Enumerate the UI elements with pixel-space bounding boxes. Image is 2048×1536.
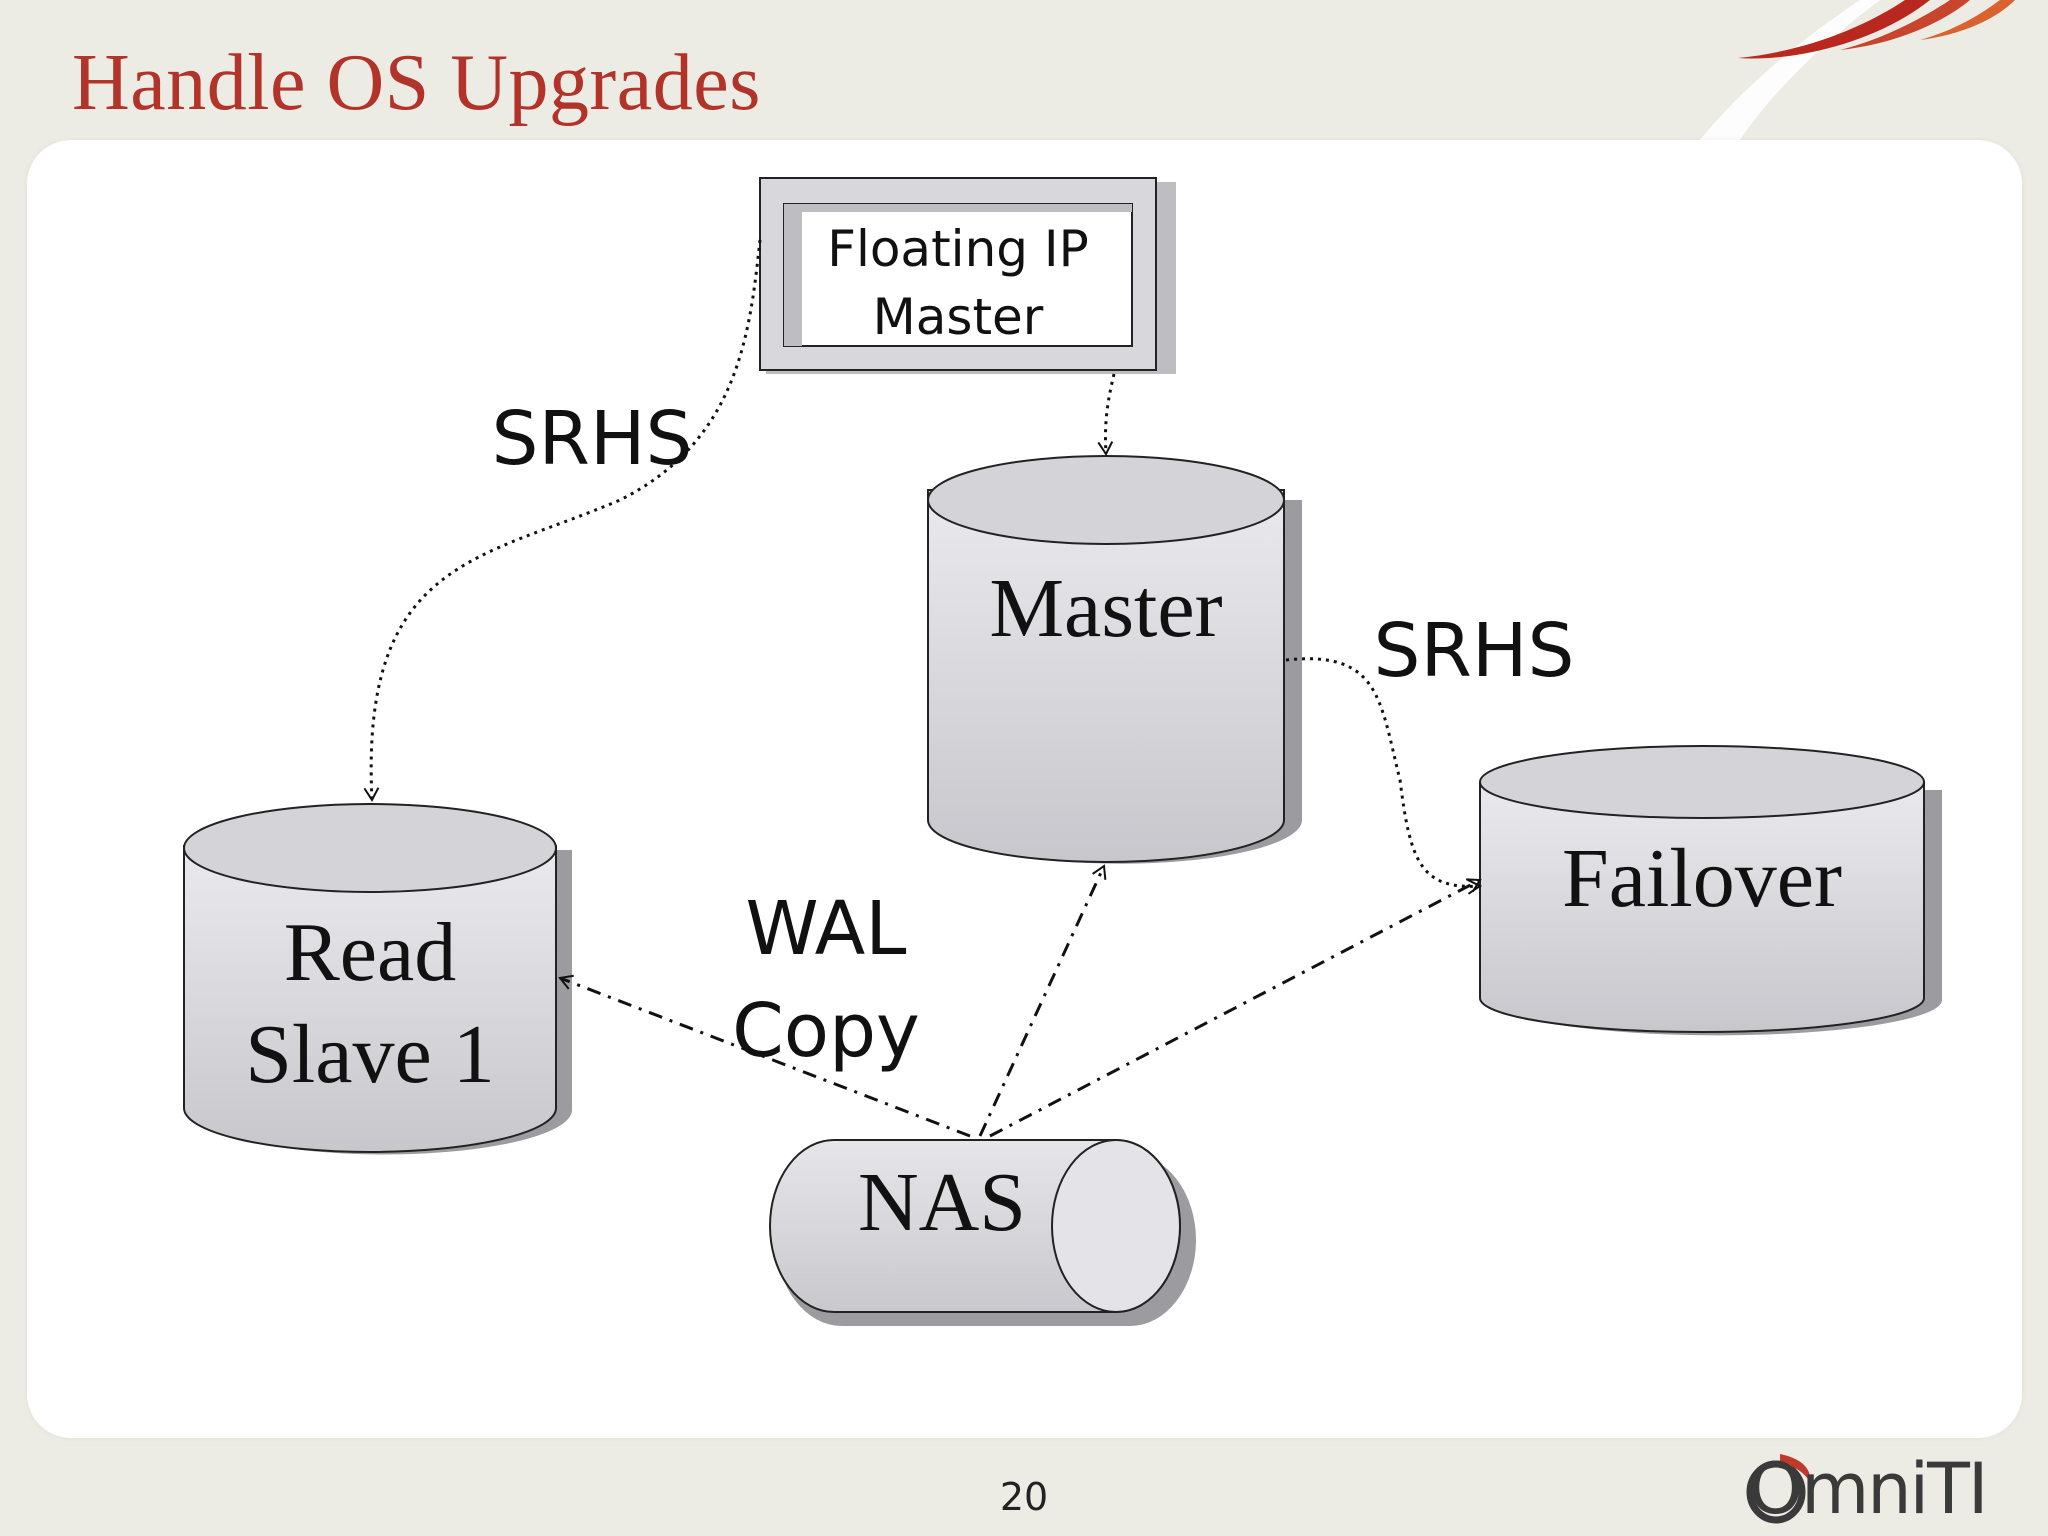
floating-ip-node bbox=[759, 177, 1176, 374]
page-number: 20 bbox=[999, 1475, 1049, 1519]
srhs-label-right: SRHS bbox=[1373, 608, 1574, 694]
decorative-swoosh bbox=[1700, 0, 2015, 140]
failover-label: Failover bbox=[1562, 832, 1842, 925]
wal-label-line2: Copy bbox=[732, 988, 920, 1074]
nas-node bbox=[769, 1139, 1196, 1326]
floating-ip-to-master-edge bbox=[1097, 373, 1116, 456]
srhs-label-left: SRHS bbox=[491, 396, 692, 482]
master-label: Master bbox=[989, 562, 1222, 655]
master-node bbox=[927, 455, 1302, 864]
srhs-edge-floating-to-slave bbox=[363, 239, 762, 802]
failover-node bbox=[1479, 745, 1943, 1036]
read-slave-label-line1: Read bbox=[284, 906, 457, 999]
floating-ip-label-line1: Floating IP bbox=[827, 220, 1089, 278]
logo-text: OmniTI bbox=[1748, 1448, 1989, 1530]
read-slave-node bbox=[183, 803, 572, 1155]
wal-edge-nas-to-failover bbox=[989, 878, 1482, 1138]
omniti-logo: OmniTI bbox=[1748, 1448, 1989, 1530]
slide-title: Handle OS Upgrades bbox=[72, 39, 761, 127]
omniti-logo-flame-icon bbox=[1746, 1454, 1811, 1524]
wal-edge-nas-to-master bbox=[978, 864, 1107, 1137]
nas-label: NAS bbox=[858, 1156, 1026, 1249]
floating-ip-label-line2: Master bbox=[873, 288, 1044, 346]
srhs-edge-master-to-failover bbox=[1285, 657, 1482, 895]
read-slave-label-line2: Slave 1 bbox=[245, 1008, 495, 1101]
wal-edge-nas-to-slave bbox=[558, 974, 971, 1138]
wal-label-line1: WAL bbox=[746, 886, 907, 972]
